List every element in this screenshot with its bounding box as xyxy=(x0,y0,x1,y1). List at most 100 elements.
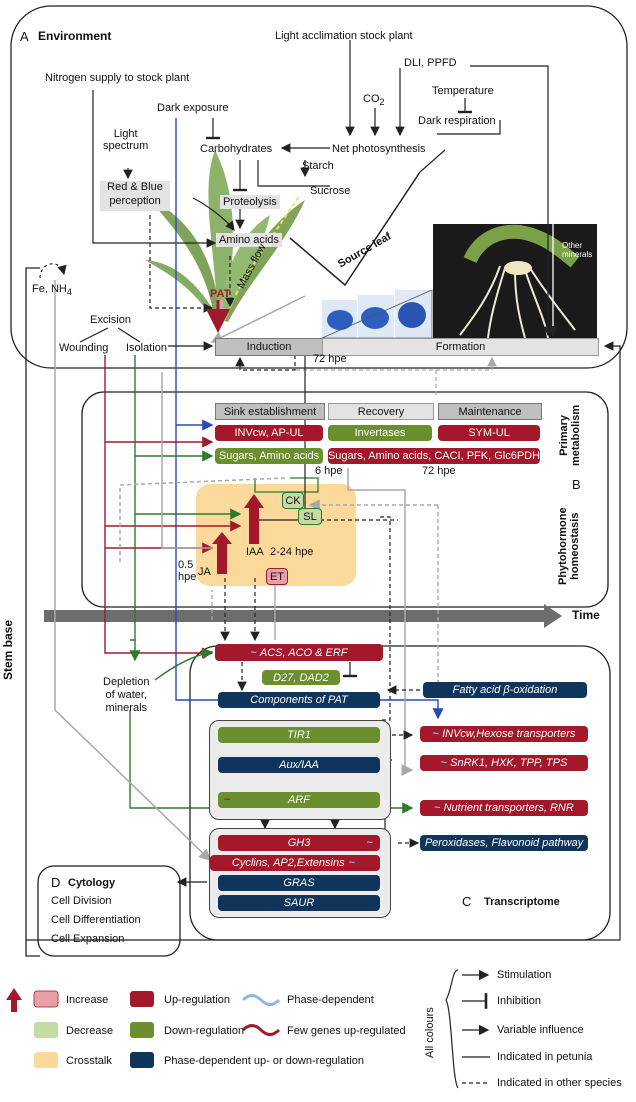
legend-other-label: Indicated in other species xyxy=(497,1077,622,1089)
panel-a-letter: A xyxy=(20,29,29,44)
light-spectrum-label: Light spectrum xyxy=(103,128,149,153)
legend-upreg-swatch xyxy=(130,991,154,1007)
d27-dad2-box: D27, DAD2 xyxy=(262,670,340,685)
cytology-item: Cell Differentiation xyxy=(51,914,141,926)
dli-ppfd-label: DLI, PPFD xyxy=(404,57,457,69)
sym-ul-box: SYM-UL xyxy=(438,425,540,441)
legend-upreg-label: Up-regulation xyxy=(164,994,231,1006)
invcw-ap-ul-box: INVcw, AP-UL xyxy=(215,425,323,441)
panel-d-letter: D xyxy=(51,875,61,890)
legend-inhibition-label: Inhibition xyxy=(497,995,542,1007)
maintenance-box: Maintenance xyxy=(438,403,542,420)
iaa-increase-arrow xyxy=(244,494,264,544)
ja-time-label: 0.5 hpe xyxy=(178,559,197,583)
carbohydrates-label: Carbohydrates xyxy=(200,143,273,155)
sugars-amino-acids-box: Sugars, Amino acids xyxy=(215,448,323,464)
legend-all-colours-label: All colours xyxy=(424,1007,436,1058)
dark-exposure-label: Dark exposure xyxy=(157,102,229,114)
primary-72hpe-label: 72 hpe xyxy=(422,465,456,477)
legend-phasedep-swatch xyxy=(130,1052,154,1068)
wounding-label: Wounding xyxy=(59,342,109,354)
recovery-box: Recovery xyxy=(328,403,434,420)
co2-label: CO2 xyxy=(363,93,385,108)
pat-label: PAT xyxy=(210,288,231,300)
saur-box: SAUR xyxy=(218,895,380,911)
legend-petunia-label: Indicated in petunia xyxy=(497,1051,593,1063)
acs-aco-erf-box: ~ACS, ACO & ERF xyxy=(215,644,383,661)
net-photosynthesis-label: Net photosynthesis xyxy=(332,143,426,155)
induction-72hpe-label: 72 hpe xyxy=(313,353,347,365)
cytology-title: Cytology xyxy=(68,877,116,889)
legend-decrease-label: Decrease xyxy=(66,1025,114,1037)
few-genes-wave-icon: ~ xyxy=(224,794,231,806)
other-minerals-label: Other minerals xyxy=(562,241,593,259)
phase-wave-icon: ~ xyxy=(432,728,440,740)
legend-stimulation-label: Stimulation xyxy=(497,969,552,981)
isolation-label: Isolation xyxy=(126,342,167,354)
tir1-box: TIR1 xyxy=(218,727,380,743)
invertases-box: Invertases xyxy=(328,425,432,441)
induction-bar: Induction xyxy=(215,338,323,356)
legend-increase-label: Increase xyxy=(66,994,109,1006)
sl-box: SL xyxy=(298,508,322,525)
sink-establishment-box: Sink establishment xyxy=(215,403,325,420)
iaa-time-label: 2-24 hpe xyxy=(270,546,314,558)
temperature-label: Temperature xyxy=(432,85,494,97)
phase-wave-icon: ~ xyxy=(250,646,257,659)
ja-label: JA xyxy=(198,566,211,578)
sucrose-label: Sucrose xyxy=(310,185,351,197)
excision-label: Excision xyxy=(90,314,131,326)
legend-phase-wave xyxy=(241,994,281,1006)
stem-base-bracket xyxy=(25,267,40,957)
time-arrow-bar xyxy=(44,610,544,622)
legend-increase-arrow xyxy=(6,988,22,1012)
legend-variable-label: Variable influence xyxy=(497,1024,584,1036)
arf-box: ~ARF xyxy=(218,792,380,808)
metabolism-panel xyxy=(81,391,609,608)
transcriptome-title: Transcriptome xyxy=(484,896,560,908)
et-box: ET xyxy=(266,568,288,585)
legend-downreg-label: Down-regulation xyxy=(164,1025,245,1037)
legend-phasedep-label: Phase-dependent up- or down-regulation xyxy=(164,1055,364,1067)
legend-crosstalk-swatch xyxy=(34,1052,58,1068)
cyclins-box: Cyclins, AP2,Extensins~ xyxy=(210,855,380,871)
legend-increase-swatch xyxy=(33,990,59,1008)
legend-phase-label: Phase-dependent xyxy=(287,994,374,1006)
ja-increase-arrow xyxy=(212,532,232,574)
dark-respiration-label: Dark respiration xyxy=(418,115,496,127)
invcw-hexose-box: ~INVcw,Hexose transporters xyxy=(420,726,588,742)
primary-6hpe-label: 6 hpe xyxy=(315,465,343,477)
time-arrow-head xyxy=(544,604,562,628)
peroxidases-box: Peroxidases, Flavonoid pathway xyxy=(420,835,588,851)
fe-nh4-label: Fe, NH4 xyxy=(32,283,72,298)
proteolysis-box: Proteolysis xyxy=(220,195,280,209)
light-acclimation-label: Light acclimation stock plant xyxy=(275,30,413,42)
cytology-item: Cell Division xyxy=(51,895,112,907)
depletion-label: Depletion of water, minerals xyxy=(103,676,150,715)
environment-title: Environment xyxy=(38,29,112,43)
ck-box: CK xyxy=(282,492,304,509)
phase-wave-icon: ~ xyxy=(366,837,374,849)
phase-wave-icon: ~ xyxy=(348,857,356,869)
time-label: Time xyxy=(572,608,600,622)
amino-acids-box: Amino acids xyxy=(216,233,282,247)
legend-downreg-swatch xyxy=(130,1022,154,1038)
cytology-panel xyxy=(37,865,181,957)
gh3-box: GH3~ xyxy=(218,835,380,851)
snrk1-box: ~SnRK1, HXK, TPP, TPS xyxy=(420,755,588,771)
legend-crosstalk-label: Crosstalk xyxy=(66,1055,112,1067)
panel-b-letter: B xyxy=(572,477,581,492)
red-blue-perception-box: Red & Blue perception xyxy=(100,181,170,211)
panel-c-letter: C xyxy=(462,894,472,909)
nitrogen-label: Nitrogen supply to stock plant xyxy=(45,72,190,84)
phase-wave-icon: ~ xyxy=(440,757,448,769)
primary-metabolism-label: Primary metabolism xyxy=(558,404,583,466)
legend-decrease-swatch xyxy=(34,1022,58,1038)
components-of-pat-box: Components of PAT xyxy=(218,692,380,708)
formation-bar: Formation xyxy=(322,338,599,356)
starch-label: Starch xyxy=(302,160,334,172)
nutrient-transporters-box: ~Nutrient transporters, RNR xyxy=(420,800,588,816)
stem-base-label: Stem base xyxy=(1,619,15,680)
cytology-item: Cell Expansion xyxy=(51,933,125,945)
